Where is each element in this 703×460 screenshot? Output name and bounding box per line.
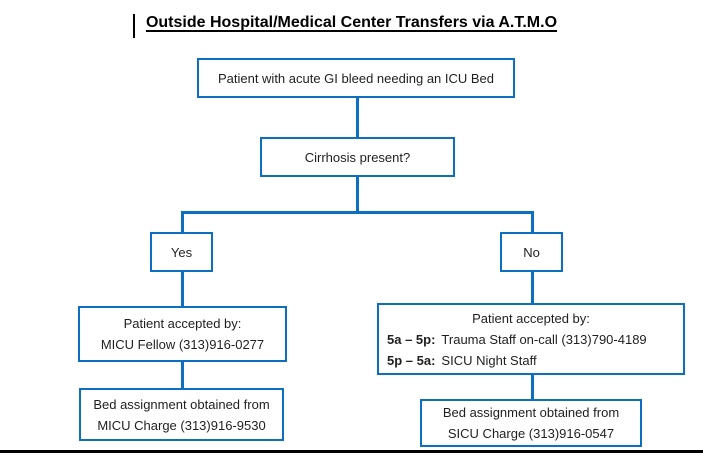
sicu-accepted-line2-time: 5a – 5p: [387, 331, 436, 347]
node-cirrhosis-label: Cirrhosis present? [304, 149, 411, 165]
micu-bed-line1: Bed assignment obtained from [93, 396, 270, 412]
connector-branch-horizontal [181, 211, 534, 214]
sicu-accepted-line2: 5a – 5p: Trauma Staff on-call (313)790-41… [387, 329, 675, 350]
node-gi-bleed-label: Patient with acute GI bleed needing an I… [217, 70, 495, 86]
sicu-bed-line1: Bed assignment obtained from [442, 405, 620, 420]
connector-cirrhosis-stem [356, 176, 359, 213]
connector-gi-to-cirrhosis [356, 97, 359, 137]
sicu-bed-line2: SICU Charge (313)916-0547 [447, 426, 615, 441]
connector-no-to-sicu-accepted [531, 271, 534, 304]
sicu-accepted-line2-text: Trauma Staff on-call (313)790-4189 [441, 331, 647, 347]
sicu-accepted-line1: Patient accepted by: [472, 310, 590, 326]
micu-accepted-line1: Patient accepted by: [123, 316, 242, 331]
connector-branch-to-no [531, 211, 534, 233]
connector-branch-to-yes [181, 211, 184, 233]
node-gi-bleed: Patient with acute GI bleed needing an I… [197, 58, 515, 98]
connector-sicu-accepted-to-bed [531, 374, 534, 400]
page-bottom-border [0, 450, 703, 453]
text-cursor [133, 14, 135, 38]
page-title: Outside Hospital/Medical Center Transfer… [0, 14, 703, 32]
page-title-text: Outside Hospital/Medical Center Transfer… [145, 14, 558, 31]
node-micu-accepted: Patient accepted by: MICU Fellow (313)91… [78, 306, 287, 362]
connector-yes-to-micu-accepted [181, 271, 184, 307]
node-no: No [500, 232, 563, 272]
sicu-accepted-line3: 5p – 5a: SICU Night Staff [387, 350, 675, 371]
sicu-accepted-line3-text: SICU Night Staff [441, 352, 537, 368]
node-cirrhosis-question: Cirrhosis present? [260, 137, 455, 177]
node-yes-label: Yes [170, 244, 193, 260]
node-no-label: No [523, 244, 540, 260]
sicu-accepted-line3-time: 5p – 5a: [387, 352, 436, 368]
node-sicu-accepted: Patient accepted by: 5a – 5p: Trauma Staf… [377, 303, 685, 375]
micu-accepted-line2: MICU Fellow (313)916-0277 [100, 337, 265, 352]
node-micu-bed-assignment: Bed assignment obtained from MICU Charge… [79, 388, 284, 441]
micu-bed-line2: MICU Charge (313)916-9530 [97, 417, 266, 433]
connector-micu-accepted-to-bed [181, 361, 184, 389]
node-sicu-bed-assignment: Bed assignment obtained from SICU Charge… [420, 399, 642, 447]
node-yes: Yes [150, 232, 213, 272]
